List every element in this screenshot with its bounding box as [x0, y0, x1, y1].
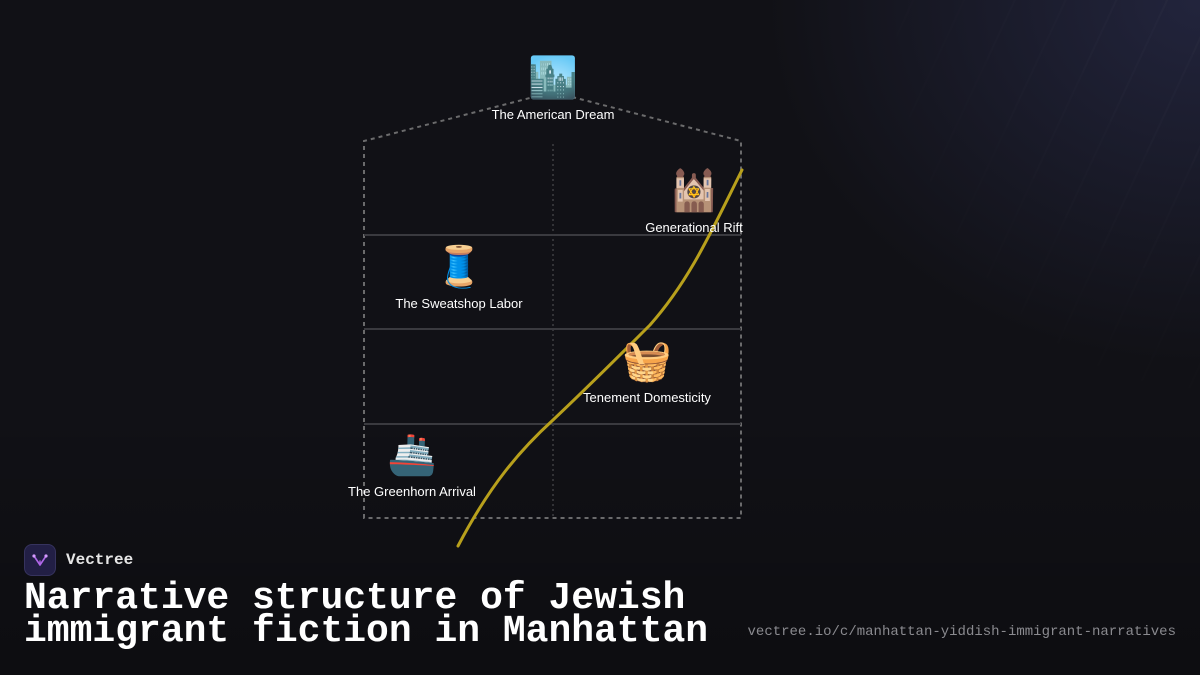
- node-tenement-domesticity: 🧺 Tenement Domesticity: [537, 337, 757, 406]
- node-sweatshop-labor: 🧵 The Sweatshop Labor: [349, 243, 569, 312]
- node-generational-rift: 🕍 Generational Rift: [584, 167, 804, 236]
- basket-icon: 🧺: [622, 338, 672, 384]
- thread-spool-icon: 🧵: [434, 244, 484, 290]
- brand-name: Vectree: [66, 551, 134, 569]
- node-label: The Greenhorn Arrival: [348, 484, 476, 499]
- node-label: Generational Rift: [645, 220, 743, 235]
- node-label: Tenement Domesticity: [583, 390, 711, 405]
- node-american-dream: 🏙️ The American Dream: [443, 54, 663, 123]
- brand[interactable]: Vectree: [24, 544, 133, 576]
- ship-icon: 🚢: [387, 432, 437, 478]
- narrative-arc: [456, 168, 744, 548]
- node-greenhorn-arrival: 🚢 The Greenhorn Arrival: [302, 431, 522, 500]
- background-rays: [760, 0, 1200, 560]
- cityscape-icon: 🏙️: [528, 55, 578, 101]
- source-url[interactable]: vectree.io/c/manhattan-yiddish-immigrant…: [747, 624, 1176, 640]
- page-title: Narrative structure of Jewish immigrant …: [24, 577, 709, 653]
- node-label: The American Dream: [491, 107, 615, 122]
- node-label: The Sweatshop Labor: [395, 296, 523, 311]
- house-frame: [363, 90, 742, 519]
- synagogue-icon: 🕍: [669, 168, 719, 214]
- vectree-logo-icon: [24, 544, 56, 576]
